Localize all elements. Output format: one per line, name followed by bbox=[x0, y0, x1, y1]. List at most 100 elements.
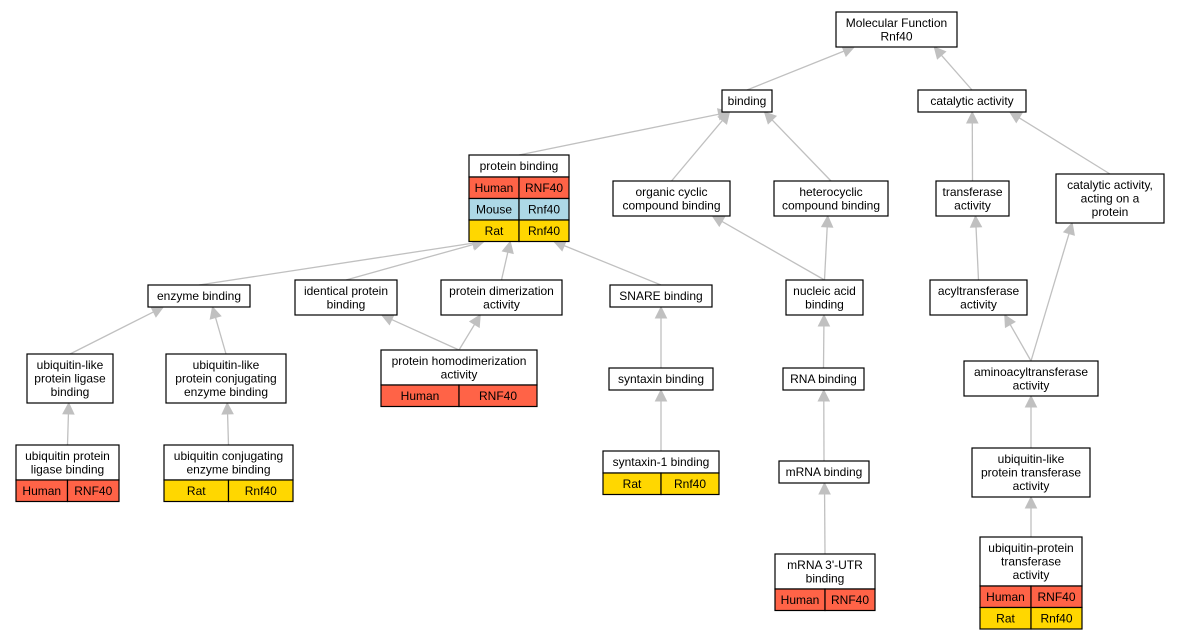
node-label: protein binding bbox=[480, 159, 559, 173]
edge-binding-to-mf bbox=[746, 50, 845, 91]
node-label: ubiquitin-like bbox=[998, 452, 1065, 466]
edge-ubl_conj-to-enzyme bbox=[214, 317, 227, 355]
node-label: activity bbox=[1013, 568, 1050, 582]
node-label: identical protein bbox=[304, 284, 388, 298]
gene-label: Rnf40 bbox=[1040, 611, 1072, 625]
edge-acyltransferase-to-transferase bbox=[975, 226, 980, 281]
node-label: mRNA 3'-UTR bbox=[787, 558, 863, 572]
node-binding[interactable]: binding bbox=[721, 89, 773, 113]
node-label: heterocyclic bbox=[799, 185, 862, 199]
node-label: ubiquitin-like bbox=[193, 358, 260, 372]
species-label: Human bbox=[986, 590, 1025, 604]
node-box bbox=[147, 284, 251, 308]
species-label: Rat bbox=[996, 611, 1015, 625]
edge-homodimer-to-dimerization bbox=[458, 324, 476, 351]
node-label: protein dimerization bbox=[449, 284, 554, 298]
edge-ub_ligase-to-ubl_ligase bbox=[66, 413, 70, 446]
arrowhead-homodimer-to-dimerization bbox=[468, 314, 481, 329]
node-label: activity bbox=[954, 198, 991, 212]
node-box bbox=[1055, 173, 1165, 224]
species-label: Rat bbox=[187, 484, 206, 498]
gene-cell-human bbox=[824, 588, 876, 612]
edge-ubl_ligase-to-enzyme bbox=[69, 311, 154, 355]
node-label: binding bbox=[728, 94, 767, 108]
arrowhead-ubl_conj-to-enzyme bbox=[209, 305, 222, 320]
gene-label: RNF40 bbox=[479, 389, 517, 403]
node-label: ubiquitin-like bbox=[37, 358, 104, 372]
gene-label: Rnf40 bbox=[245, 484, 277, 498]
node-box bbox=[721, 89, 773, 113]
node-label: catalytic activity bbox=[930, 94, 1013, 108]
edge-protein_binding-to-binding bbox=[518, 113, 719, 156]
node-snare[interactable]: SNARE binding bbox=[609, 284, 713, 308]
node-label: compound binding bbox=[782, 198, 880, 212]
node-box bbox=[785, 279, 864, 316]
node-label: compound binding bbox=[622, 198, 720, 212]
arrowhead-dimerization-to-protein_binding bbox=[501, 240, 514, 255]
node-label: activity bbox=[960, 297, 997, 311]
node-catalytic[interactable]: catalytic activity bbox=[917, 89, 1027, 113]
node-label: protein conjugating bbox=[175, 372, 276, 386]
gene-cell-human bbox=[66, 479, 120, 503]
node-box bbox=[778, 460, 870, 484]
arrowhead-aminoacyl-to-acyltransferase bbox=[1004, 314, 1016, 329]
gene-label: Rnf40 bbox=[674, 477, 706, 491]
node-mrna[interactable]: mRNA binding bbox=[778, 460, 870, 484]
arrowhead-nucleic-to-heterocyclic bbox=[820, 214, 834, 228]
gene-label: Rnf40 bbox=[528, 224, 560, 238]
node-box bbox=[608, 367, 714, 391]
node-label: transferase bbox=[942, 185, 1002, 199]
node-box bbox=[26, 353, 114, 404]
arrowhead-homodimer-to-identical bbox=[380, 313, 395, 326]
node-label: activity bbox=[483, 297, 520, 311]
node-ub_transferase[interactable]: ubiquitin-proteintransferaseactivityHuma… bbox=[979, 536, 1083, 630]
gene-label: RNF40 bbox=[74, 484, 112, 498]
node-label: Molecular Function bbox=[846, 16, 947, 30]
node-syntaxin[interactable]: syntaxin binding bbox=[608, 367, 714, 391]
arrowhead-organic-to-binding bbox=[717, 111, 731, 125]
arrowhead-ub_transferase-to-ubl_transferase bbox=[1024, 495, 1038, 509]
arrowhead-ub_ligase-to-ubl_ligase bbox=[62, 401, 75, 415]
node-label: activity bbox=[1013, 378, 1050, 392]
edge-homodimer-to-identical bbox=[391, 318, 460, 351]
edge-enzyme-to-protein_binding bbox=[198, 242, 474, 286]
node-label: SNARE binding bbox=[619, 289, 702, 303]
edge-organic-to-binding bbox=[671, 120, 723, 182]
species-label: Rat bbox=[623, 477, 642, 491]
edge-cat_protein-to-catalytic bbox=[1018, 117, 1111, 175]
node-label: binding bbox=[51, 385, 90, 399]
node-label: ubiquitin protein bbox=[25, 449, 110, 463]
node-label: binding bbox=[327, 297, 366, 311]
node-box bbox=[165, 353, 287, 404]
node-rna[interactable]: RNA binding bbox=[782, 367, 865, 391]
node-label: RNA binding bbox=[790, 372, 857, 386]
species-label: Rat bbox=[485, 224, 504, 238]
node-enzyme[interactable]: enzyme binding bbox=[147, 284, 251, 308]
arrowhead-rna-to-nucleic bbox=[817, 313, 831, 327]
node-label: enzyme binding bbox=[184, 385, 268, 399]
edge-aminoacyl-to-cat_protein bbox=[1030, 233, 1070, 362]
arrowhead-syntaxin1-to-syntaxin bbox=[654, 388, 668, 402]
node-label: catalytic activity, bbox=[1067, 178, 1153, 192]
node-label: acting on a bbox=[1081, 192, 1140, 206]
edge-aminoacyl-to-acyltransferase bbox=[1009, 324, 1032, 362]
